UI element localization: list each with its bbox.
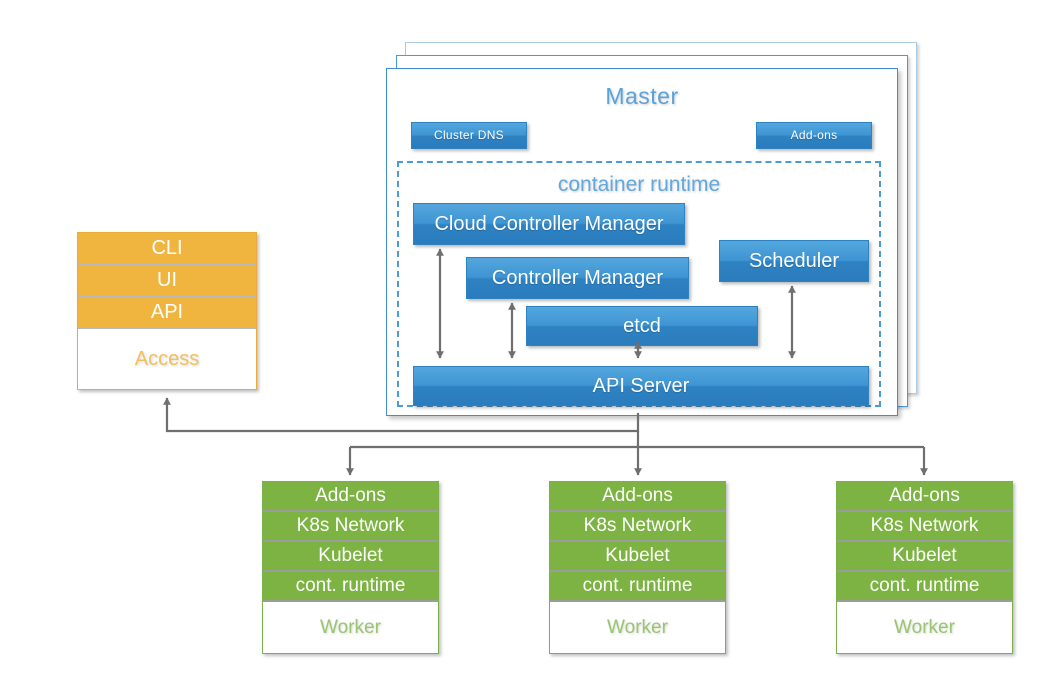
access-layer-ui[interactable]: UI bbox=[78, 265, 256, 297]
worker-1-layer-cont-runtime[interactable]: cont. runtime bbox=[263, 572, 438, 602]
badge-add-ons[interactable]: Add-ons bbox=[756, 122, 872, 149]
badge-cluster-dns[interactable]: Cluster DNS bbox=[411, 122, 527, 149]
access-layer-cli[interactable]: CLI bbox=[78, 233, 256, 265]
access-layer-api[interactable]: API bbox=[78, 297, 256, 329]
master-title: Master bbox=[605, 83, 679, 109]
worker-1-layer-k8s-network[interactable]: K8s Network bbox=[263, 512, 438, 542]
worker-3-layer-cont-runtime[interactable]: cont. runtime bbox=[837, 572, 1012, 602]
component-etcd[interactable]: etcd bbox=[526, 306, 758, 346]
component-scheduler[interactable]: Scheduler bbox=[719, 240, 869, 282]
worker-2-footer-label: Worker bbox=[550, 602, 725, 653]
component-controller-manager[interactable]: Controller Manager bbox=[466, 257, 689, 299]
component-api-server[interactable]: API Server bbox=[413, 366, 869, 406]
worker-3-layer-kubelet[interactable]: Kubelet bbox=[837, 542, 1012, 572]
worker-1-layer-kubelet[interactable]: Kubelet bbox=[263, 542, 438, 572]
access-footer-label: Access bbox=[78, 329, 256, 389]
worker-node-1[interactable]: Add-ons K8s Network Kubelet cont. runtim… bbox=[262, 481, 439, 654]
worker-3-footer-label: Worker bbox=[837, 602, 1012, 653]
worker-1-layer-add-ons[interactable]: Add-ons bbox=[263, 482, 438, 512]
worker-3-layer-k8s-network[interactable]: K8s Network bbox=[837, 512, 1012, 542]
access-panel[interactable]: CLI UI API Access bbox=[77, 232, 257, 390]
worker-node-2[interactable]: Add-ons K8s Network Kubelet cont. runtim… bbox=[549, 481, 726, 654]
master-panel[interactable]: Master Cluster DNS Add-ons container run… bbox=[386, 68, 898, 416]
worker-2-layer-k8s-network[interactable]: K8s Network bbox=[550, 512, 725, 542]
worker-2-layer-add-ons[interactable]: Add-ons bbox=[550, 482, 725, 512]
component-cloud-controller-manager[interactable]: Cloud Controller Manager bbox=[413, 203, 685, 245]
worker-2-layer-cont-runtime[interactable]: cont. runtime bbox=[550, 572, 725, 602]
worker-2-layer-kubelet[interactable]: Kubelet bbox=[550, 542, 725, 572]
worker-3-layer-add-ons[interactable]: Add-ons bbox=[837, 482, 1012, 512]
worker-node-3[interactable]: Add-ons K8s Network Kubelet cont. runtim… bbox=[836, 481, 1013, 654]
worker-1-footer-label: Worker bbox=[263, 602, 438, 653]
container-runtime-title: container runtime bbox=[557, 173, 721, 196]
